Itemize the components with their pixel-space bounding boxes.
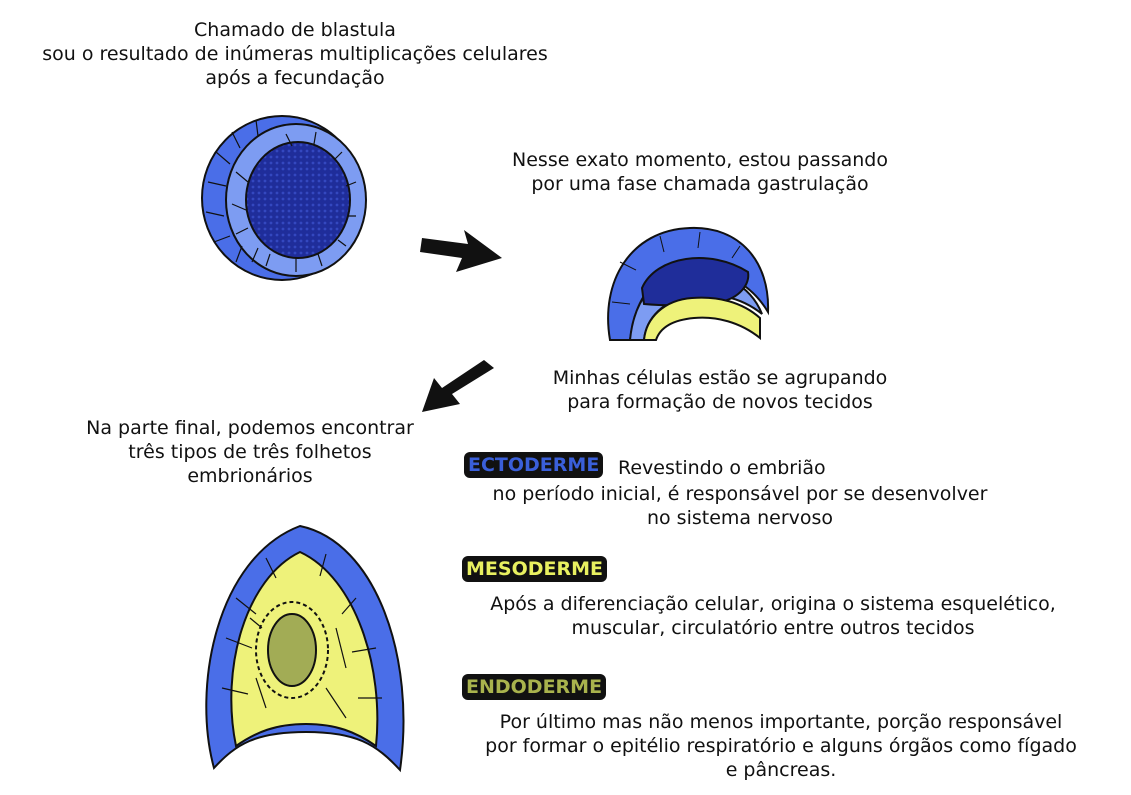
final-caption: Na parte final, podemos encontrar três t… — [40, 416, 460, 488]
mesoderm-text: Após a diferenciação celular, origina o … — [428, 592, 1118, 640]
gastrula-figure — [600, 222, 772, 348]
mesoderm-badge: MESODERME — [462, 556, 607, 582]
ectoderm-text-first: Revestindo o embrião — [618, 456, 918, 480]
ectoderm-badge: ECTODERME — [464, 452, 603, 478]
blastula-figure — [196, 112, 376, 284]
arrow-down-left-icon — [420, 360, 496, 416]
ectoderm-text-rest: no período inicial, é responsável por se… — [440, 482, 1040, 530]
endoderm-text: Por último mas não menos importante, por… — [436, 710, 1126, 782]
blastula-caption: Chamado de blastula sou o resultado de i… — [0, 18, 590, 90]
grouping-caption: Minhas células estão se agrupando para f… — [490, 366, 950, 414]
gastrula-caption: Nesse exato momento, estou passando por … — [470, 148, 930, 196]
three-layer-embryo-figure — [196, 518, 416, 774]
arrow-right-icon — [420, 228, 504, 274]
endoderm-badge: ENDODERME — [462, 674, 606, 700]
